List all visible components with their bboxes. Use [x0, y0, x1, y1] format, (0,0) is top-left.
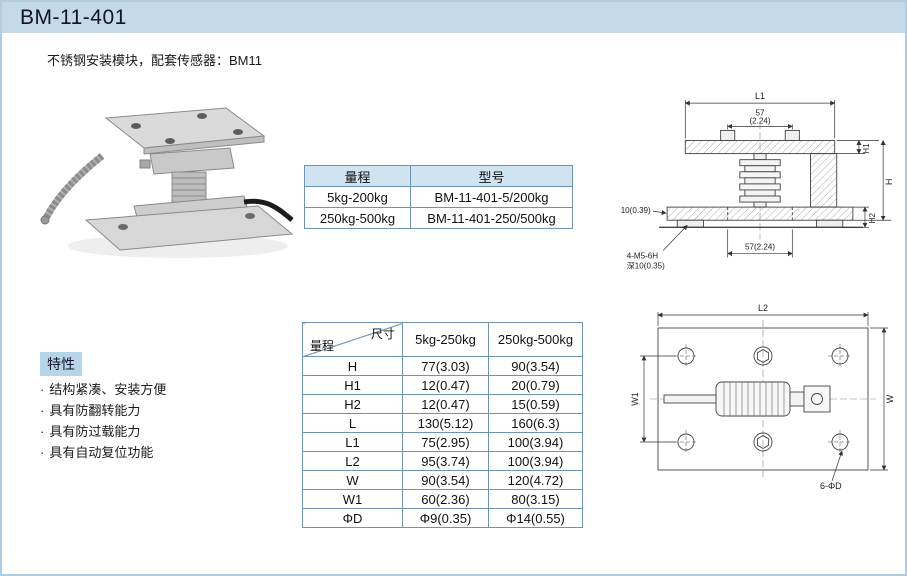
signal-cable: [243, 198, 294, 222]
dim-label: H2: [302, 394, 403, 414]
model-table-header-row: 量程 型号: [304, 165, 573, 187]
dim-label: L2: [302, 451, 403, 471]
table-row: L1 75(2.95) 100(3.94): [302, 432, 583, 452]
dim-value: Φ14(0.55): [488, 508, 583, 528]
dim-value: 60(2.36): [402, 489, 489, 509]
table-row: H 77(3.03) 90(3.54): [302, 356, 583, 376]
bullet-icon: ·: [40, 382, 45, 397]
dim-w-label: W: [885, 394, 895, 403]
dim-w1-label: W1: [630, 392, 640, 406]
features-list: · 结构紧凑、安装方便 · 具有防翻转能力 · 具有防过载能力 · 具有自动复位…: [40, 379, 166, 463]
dim-l2-label: L2: [758, 303, 768, 313]
table-row: 5kg-200kg BM-11-401-5/200kg: [304, 186, 573, 208]
table-row: W 90(3.54) 120(4.72): [302, 470, 583, 490]
dim-h2-label: H2: [868, 213, 877, 224]
dim-value: 95(3.74): [402, 451, 489, 471]
dim-value: 75(2.95): [402, 432, 489, 452]
dim-value: 90(3.54): [402, 470, 489, 490]
dim-value: 100(3.94): [488, 432, 583, 452]
table-row: H2 12(0.47) 15(0.59): [302, 394, 583, 414]
dim-table-header-row: 尺寸 量程 5kg-250kg 250kg-500kg: [302, 322, 583, 357]
dim-label: ΦD: [302, 508, 403, 528]
dim-h1-label: H1: [862, 143, 871, 154]
list-item: · 具有防翻转能力: [40, 400, 166, 421]
dimensions-table: 尺寸 量程 5kg-250kg 250kg-500kg H 77(3.03) 9…: [302, 322, 583, 528]
feature-text: 结构紧凑、安装方便: [49, 382, 167, 397]
page-title: BM-11-401: [20, 5, 127, 29]
header-model: 型号: [410, 165, 573, 187]
dim-value: 130(5.12): [402, 413, 489, 433]
table-row: W1 60(2.36) 80(3.15): [302, 489, 583, 509]
product-subtitle: 不锈钢安装模块，配套传感器：BM11: [47, 53, 262, 68]
dim-10-label: 10(0.39): [621, 206, 651, 215]
dim-l1-label: L1: [755, 91, 765, 101]
base-plate: [84, 205, 294, 251]
upper-clamp: [149, 147, 235, 175]
dim-h-label: H: [884, 179, 894, 186]
model-cell: BM-11-401-250/500kg: [410, 207, 573, 229]
dim-value: 100(3.94): [488, 451, 583, 471]
model-cell: BM-11-401-5/200kg: [410, 186, 573, 208]
title-bar: BM-11-401: [2, 2, 905, 33]
product-photo: [40, 107, 294, 258]
table-row: L 130(5.12) 160(6.3): [302, 413, 583, 433]
table-row: 250kg-500kg BM-11-401-250/500kg: [304, 207, 573, 229]
corner-label-range: 量程: [310, 339, 335, 353]
dim-value: 90(3.54): [488, 356, 583, 376]
bullet-icon: ·: [40, 403, 45, 418]
table-row: H1 12(0.47) 20(0.79): [302, 375, 583, 395]
table-row: L2 95(3.74) 100(3.94): [302, 451, 583, 471]
dim-label: H: [302, 356, 403, 376]
dim-value: Φ9(0.35): [402, 508, 489, 528]
range-cell: 5kg-200kg: [304, 186, 411, 208]
dim-57-bottom-label: 57(2.24): [745, 243, 775, 252]
thread-note-line2: 深10(0.35): [627, 262, 665, 271]
dim-value: 12(0.47): [402, 375, 489, 395]
dim-value: 15(0.59): [488, 394, 583, 414]
corner-cell: 尺寸 量程: [302, 322, 403, 357]
list-item: · 具有自动复位功能: [40, 442, 166, 463]
dim-57-inch-label: (2.24): [749, 116, 770, 125]
dim-label: H1: [302, 375, 403, 395]
table-row: ΦD Φ9(0.35) Φ14(0.55): [302, 508, 583, 528]
dim-value: 160(6.3): [488, 413, 583, 433]
list-item: · 结构紧凑、安装方便: [40, 379, 166, 400]
dim-label: L: [302, 413, 403, 433]
dim-value: 80(3.15): [488, 489, 583, 509]
dim-value: 77(3.03): [402, 356, 489, 376]
corner-label-size: 尺寸: [370, 327, 395, 341]
dim-label: W1: [302, 489, 403, 509]
feature-text: 具有自动复位功能: [49, 445, 154, 460]
dim-value: 120(4.72): [488, 470, 583, 490]
model-table: 量程 型号 5kg-200kg BM-11-401-5/200kg 250kg-…: [304, 165, 573, 229]
dim-label: W: [302, 470, 403, 490]
thread-note-line1: 4-M5-6H: [627, 252, 659, 261]
bullet-icon: ·: [40, 445, 45, 460]
dim-col2-header: 250kg-500kg: [488, 322, 583, 357]
front-view-drawing: L1 57 (2.24) H1 H H2 10(0.39) 4-M5-6H 深1…: [621, 91, 895, 271]
dim-col1-header: 5kg-250kg: [402, 322, 489, 357]
bullet-icon: ·: [40, 424, 45, 439]
dim-57-label: 57: [756, 108, 765, 117]
holes-note-label: 6-ΦD: [820, 481, 842, 491]
dim-value: 12(0.47): [402, 394, 489, 414]
features-heading: 特性: [40, 352, 82, 376]
dim-label: L1: [302, 432, 403, 452]
list-item: · 具有防过载能力: [40, 421, 166, 442]
header-range: 量程: [304, 165, 411, 187]
range-cell: 250kg-500kg: [304, 207, 411, 229]
feature-text: 具有防翻转能力: [49, 403, 141, 418]
feature-text: 具有防过载能力: [49, 424, 141, 439]
plan-view-drawing: L2 W1 W 6-ΦD: [630, 303, 895, 491]
dim-value: 20(0.79): [488, 375, 583, 395]
